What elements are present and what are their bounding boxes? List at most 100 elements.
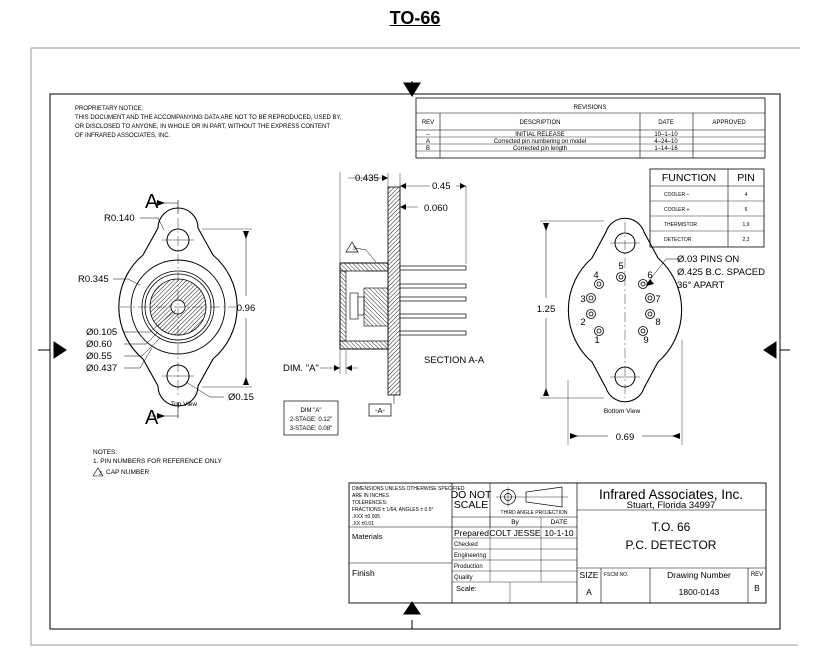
- section-letter-bottom: A: [145, 407, 159, 429]
- cap-number-text: 3: [353, 246, 356, 252]
- notice-line-2: THIS DOCUMENT AND THE ACCOMPANYING DATA …: [75, 115, 342, 121]
- tab-radius-label: R0.140: [104, 213, 135, 224]
- note-cap-symbol: 3: [99, 471, 102, 477]
- diameter-label-1: Ø0.105: [86, 327, 117, 338]
- bottom-view: [540, 217, 683, 445]
- tolerance-line: .XXX ±0.005: [352, 514, 380, 520]
- company-address: Stuart, Florida 34997: [627, 500, 716, 511]
- top-view-arrowheads: [157, 200, 249, 419]
- by-label: By: [511, 519, 519, 526]
- drawing-title-line-1: T.O. 66: [652, 520, 691, 534]
- pin-number: 9: [643, 335, 648, 346]
- dim-0060-label: 0.060: [424, 203, 448, 214]
- rev-value: B: [754, 583, 760, 593]
- section-view-arrowheads: [334, 175, 466, 371]
- notes-title: NOTES:: [93, 449, 117, 456]
- approved-header: APPROVED: [712, 120, 746, 126]
- prepared-date-value: 10-1-10: [544, 528, 574, 538]
- description-header: DESCRIPTION: [519, 120, 560, 126]
- date-cell: 4–24–10: [654, 139, 678, 145]
- prepared-label: Prepared: [454, 528, 489, 538]
- proprietary-notice: PROPRIETARY NOTICE: THIS DOCUMENT AND TH…: [75, 106, 342, 139]
- pin-cell: 1,9: [743, 222, 750, 228]
- bottom-view-arrowheads: [543, 223, 680, 439]
- company-name: Infrared Associates, Inc.: [599, 487, 743, 502]
- revisions-title: REVISIONS: [574, 105, 607, 111]
- pin-note-line: 36° APART: [677, 280, 724, 291]
- rev-cell: A: [426, 139, 430, 145]
- datum-label: -A-: [375, 406, 386, 415]
- function-cell: DETECTOR: [664, 237, 692, 243]
- tolerance-line: DIMENSIONS UNLESS OTHERWISE SPECIFIED: [352, 486, 465, 492]
- pin-number: 2: [580, 317, 585, 328]
- production-label: Production: [454, 564, 483, 570]
- pin-number: 4: [593, 270, 598, 281]
- tolerance-line: .XX ±0.01: [352, 521, 374, 527]
- section-caption: SECTION A-A: [424, 355, 485, 366]
- drawing-number-value: 1800-0143: [679, 587, 720, 597]
- dim-a-label: DIM. "A": [283, 363, 319, 374]
- center-marks: [38, 81, 790, 629]
- pin-note-line: Ø.03 PINS ON: [677, 254, 739, 265]
- revisions-table: REVISIONS REV DESCRIPTION DATE APPROVED …: [415, 97, 766, 159]
- description-cell: Corrected pin length: [513, 146, 567, 152]
- dim-a-box-line: 3-STAGE: 0.08": [290, 426, 332, 432]
- finish-label: Finish: [352, 568, 375, 578]
- tolerance-line: TOLERENCES:: [352, 500, 387, 506]
- notice-line-1: PROPRIETARY NOTICE:: [75, 106, 144, 112]
- quality-label: Quality: [454, 575, 473, 581]
- top-view: [113, 200, 252, 418]
- pin-number: 1: [594, 335, 599, 346]
- dim-a-box: DIM "A" 2-STAGE: 0.12" 3-STAGE: 0.08": [283, 400, 339, 436]
- description-cell: INITIAL RELEASE: [515, 132, 564, 138]
- engineering-label: Engineering: [454, 553, 486, 559]
- tolerance-line: ARE IN INCHES: [352, 493, 390, 499]
- prepared-by-value: COLT JESSE: [489, 528, 541, 538]
- height-dimension-label: 0.96: [237, 303, 256, 314]
- rev-cell: –: [426, 132, 430, 138]
- projection-label: THIRD ANGLE PROJECTION: [501, 510, 568, 516]
- date-cell: 10–1–10: [654, 132, 678, 138]
- pin-number: 8: [655, 317, 660, 328]
- page-title: TO-66: [389, 8, 441, 28]
- dim-045-label: 0.45: [432, 181, 451, 192]
- title-block-text: DIMENSIONS UNLESS OTHERWISE SPECIFIED AR…: [352, 486, 763, 597]
- notes: NOTES: 1. PIN NUMBERS FOR REFERENCE ONLY…: [92, 449, 222, 477]
- cap-number-marker: 3: [345, 241, 359, 253]
- section-letter-top: A: [145, 191, 159, 213]
- diameter-label-4: Ø0.437: [86, 363, 117, 374]
- fscm-label: FSCM NO.: [604, 572, 628, 578]
- function-header: FUNCTION: [662, 172, 716, 184]
- pin-cell: 2,3: [743, 237, 750, 243]
- dim-a-box-line: DIM "A": [301, 408, 322, 414]
- title-block: [348, 482, 767, 604]
- bottom-height-label: 1.25: [537, 304, 556, 315]
- pin-number: 5: [618, 261, 623, 272]
- section-view-labels: 0.435 0.45 0.060 DIM. "A" SECTION A-A -A…: [283, 173, 485, 415]
- size-label: SIZE: [580, 570, 599, 580]
- description-cell: Corrected pin numbering on model: [494, 139, 586, 145]
- rev-label: REV: [751, 572, 763, 578]
- note-item: 1. PIN NUMBERS FOR REFERENCE ONLY: [93, 458, 222, 465]
- drawing-number-label: Drawing Number: [667, 570, 731, 580]
- bottom-width-label: 0.69: [616, 432, 635, 443]
- top-view-caption: Top View: [171, 401, 198, 408]
- checked-label: Checked: [454, 542, 478, 548]
- pin-number: 7: [655, 294, 660, 305]
- dim-0435-label: 0.435: [355, 173, 379, 184]
- notice-line-4: OF INFRARED ASSOCIATES, INC.: [75, 133, 171, 139]
- section-view: [320, 172, 467, 417]
- sheet-border: [30, 47, 800, 646]
- pin-number: 3: [580, 294, 585, 305]
- pin-header: PIN: [737, 172, 755, 184]
- hole-diameter-label: Ø0.15: [228, 392, 254, 403]
- scale-label: Scale:: [456, 584, 477, 593]
- body-radius-label: R0.345: [78, 274, 109, 285]
- tolerance-line: FRACTIONS ± 1/64, ANGLES ± 0.5°: [352, 507, 433, 513]
- note-item: CAP NUMBER: [106, 469, 150, 476]
- rev-cell: B: [426, 146, 430, 152]
- pin-note-line: Ø.425 B.C. SPACED: [677, 267, 765, 278]
- size-value: A: [586, 587, 592, 597]
- diameter-label-2: Ø0.60: [86, 339, 112, 350]
